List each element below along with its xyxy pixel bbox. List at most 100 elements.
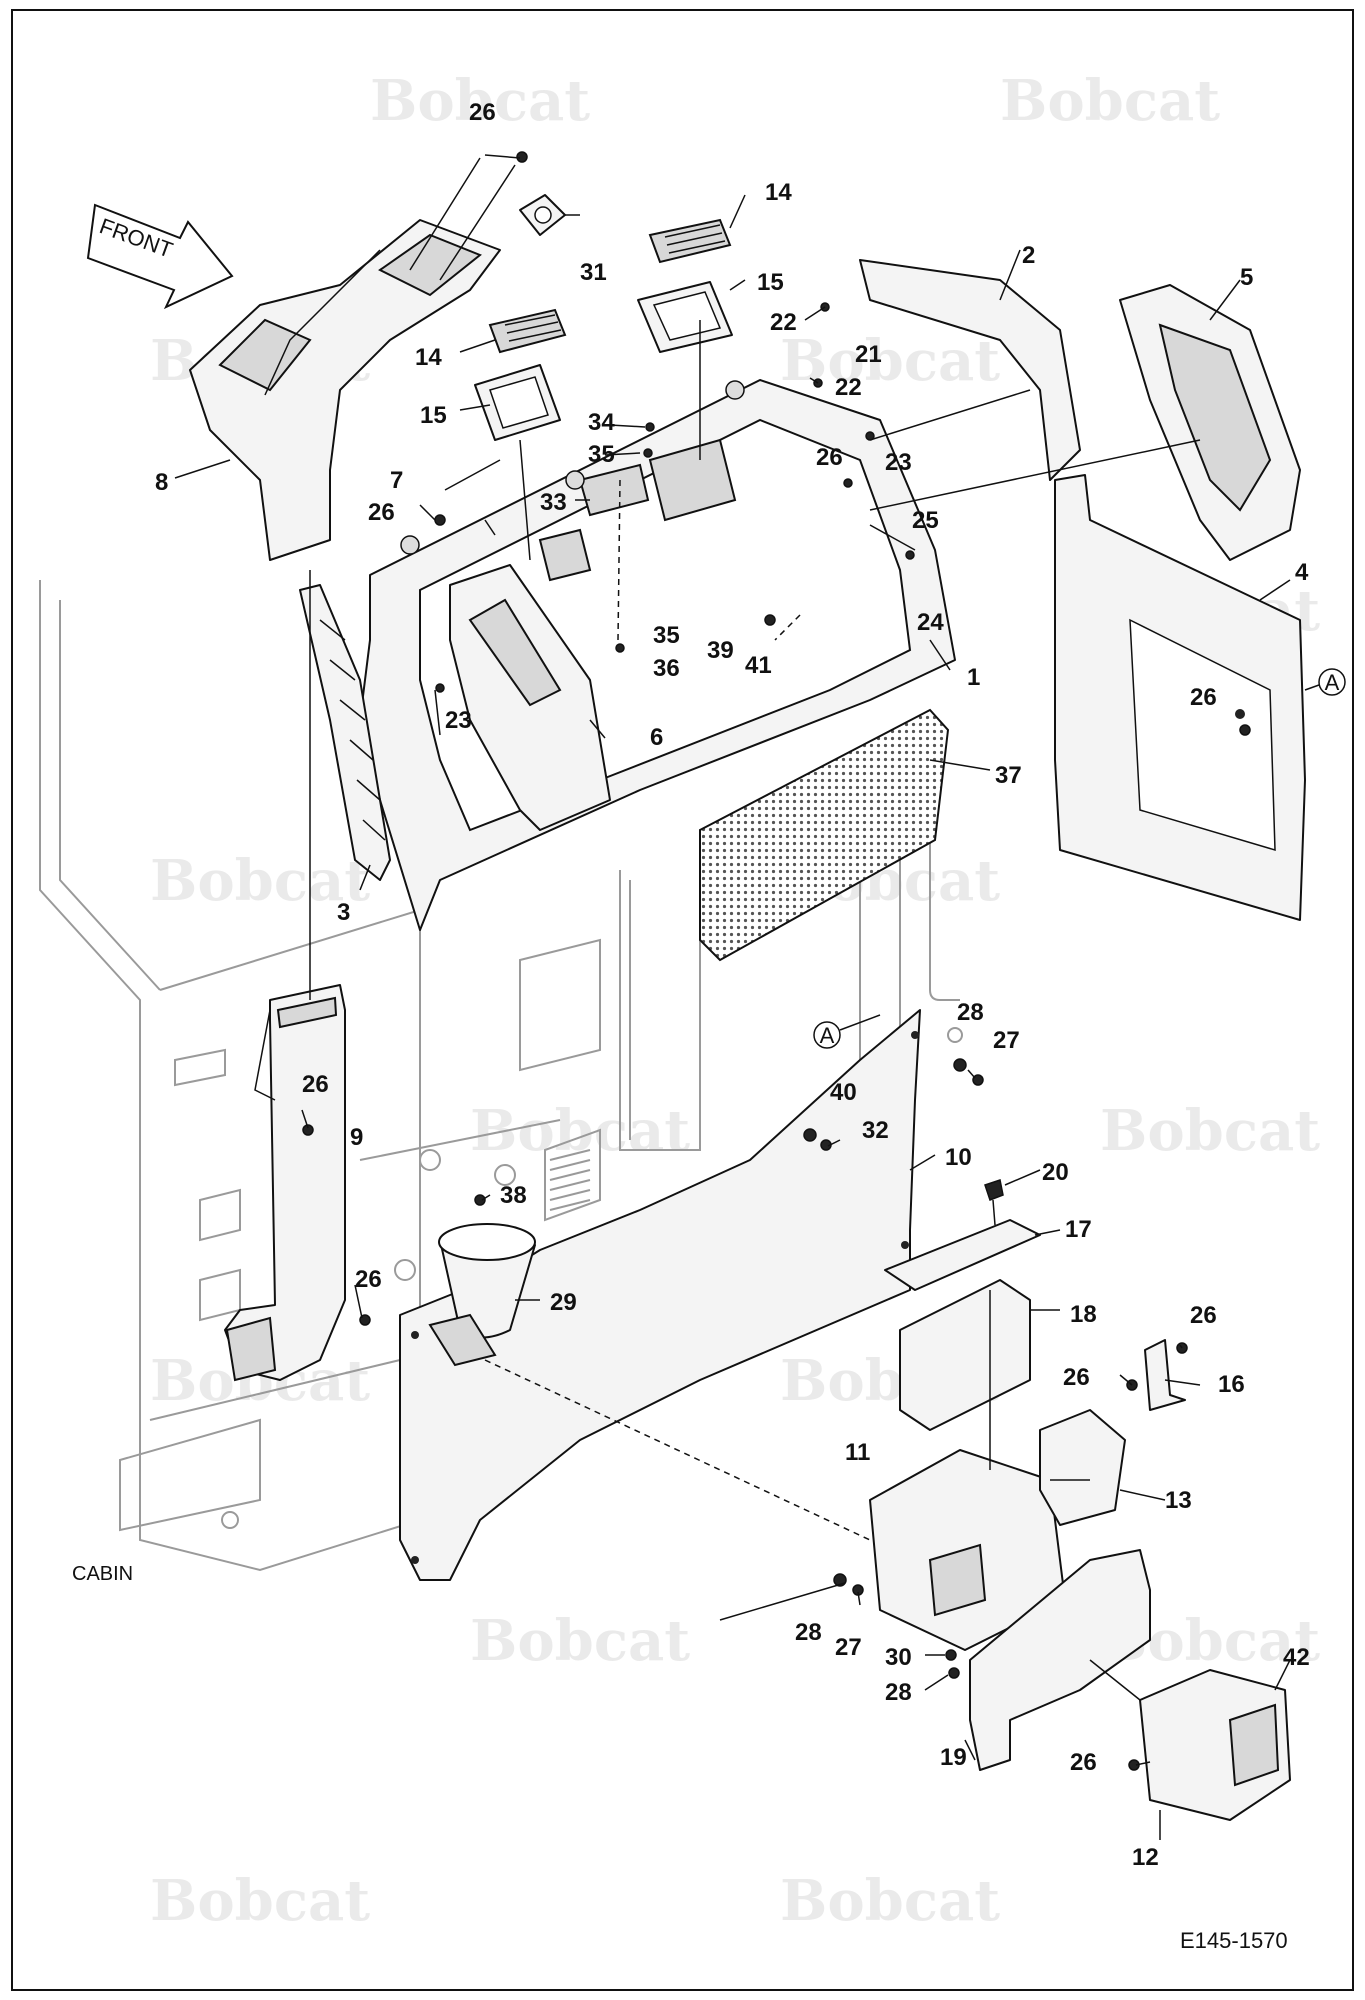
callout-26: 26: [355, 1266, 382, 1293]
part-15-bezel-right: [637, 281, 733, 353]
part-10-divider-plate: [399, 1009, 921, 1581]
callout-26: 26: [1190, 684, 1217, 711]
callout-7: 7: [390, 467, 403, 494]
reference-marker-label: A: [1325, 670, 1340, 695]
callout-19: 19: [940, 1744, 967, 1771]
svg-text:Bobcat: Bobcat: [370, 68, 590, 134]
callout-11: 11: [845, 1439, 870, 1466]
callout-20: 20: [1042, 1159, 1069, 1186]
part-14-louver-left: [488, 308, 567, 354]
part-31-grommet: [519, 194, 566, 236]
callout-35: 35: [653, 622, 680, 649]
callout-28: 28: [885, 1679, 912, 1706]
cabin-outline: [39, 580, 963, 1572]
svg-text:Bobcat: Bobcat: [780, 1868, 1000, 1934]
callout-28: 28: [795, 1619, 822, 1646]
watermark: Bobcat: [150, 848, 370, 914]
svg-text:Bobcat: Bobcat: [150, 848, 370, 914]
callout-5: 5: [1240, 264, 1253, 291]
callout-26: 26: [1063, 1364, 1090, 1391]
reference-marker-a: A: [1304, 668, 1346, 696]
part-37-mesh-grille: [699, 708, 950, 962]
callout-15: 15: [757, 269, 784, 296]
callout-34: 34: [588, 409, 615, 436]
alignment-lines: [309, 320, 1201, 1701]
callout-27: 27: [835, 1634, 862, 1661]
part-2-upper-trim: [859, 259, 1081, 481]
callout-17: 17: [1065, 1216, 1092, 1243]
callout-9: 9: [350, 1124, 363, 1151]
callout-6: 6: [650, 724, 663, 751]
callout-26: 26: [816, 444, 843, 471]
callout-22: 22: [770, 309, 797, 336]
watermark: Bobcat: [470, 1608, 690, 1674]
callout-10: 10: [945, 1144, 972, 1171]
watermark: Bobcat: [1000, 68, 1220, 134]
part-3-edge-trim: [299, 584, 391, 881]
callout-18: 18: [1070, 1301, 1097, 1328]
part-13-outlet: [1039, 1409, 1126, 1526]
callout-30: 30: [885, 1644, 912, 1671]
callout-28: 28: [957, 999, 984, 1026]
svg-text:Bobcat: Bobcat: [150, 1868, 370, 1934]
callout-26: 26: [368, 499, 395, 526]
callout-23: 23: [445, 707, 472, 734]
svg-text:Bobcat: Bobcat: [470, 1608, 690, 1674]
part-16-clip: [1144, 1339, 1186, 1411]
callout-35: 35: [588, 441, 615, 468]
callout-41: 41: [745, 652, 772, 679]
part-20-knob: [984, 1179, 1004, 1226]
part-19-support-bracket: [969, 1549, 1151, 1771]
reference-marker-a: A: [813, 1014, 881, 1049]
part-12-diffuser: [1139, 1669, 1291, 1821]
callout-29: 29: [550, 1289, 577, 1316]
callout-23: 23: [885, 449, 912, 476]
callout-22: 22: [835, 374, 862, 401]
part-17-bracket: [884, 1219, 1041, 1291]
callout-25: 25: [912, 507, 939, 534]
callout-26: 26: [1070, 1749, 1097, 1776]
callout-37: 37: [995, 762, 1022, 789]
watermark: Bobcat: [370, 68, 590, 134]
callout-24: 24: [917, 609, 944, 636]
callout-15: 15: [420, 402, 447, 429]
watermark: Bobcat: [780, 328, 1000, 394]
callouts: 26 14 31 15 2 5 22 21 22 14 15 34 35 33 …: [155, 99, 1310, 1871]
part-8-front-duct: [189, 219, 501, 561]
callout-38: 38: [500, 1182, 527, 1209]
callout-33: 33: [540, 489, 567, 516]
reference-marker-label: A: [820, 1023, 835, 1048]
fasteners: [302, 151, 1251, 1771]
part-5-vent-cover: [1119, 284, 1301, 561]
callout-31: 31: [580, 259, 607, 286]
part-18-filter: [899, 1279, 1031, 1431]
callout-27: 27: [993, 1027, 1020, 1054]
part-9-vertical-duct: [224, 984, 346, 1382]
callout-14: 14: [765, 179, 792, 206]
drawing-frame: [11, 9, 1354, 1991]
callout-14: 14: [415, 344, 442, 371]
callout-26: 26: [469, 99, 496, 126]
watermark: Bobcat: [1100, 1098, 1320, 1164]
callout-1: 1: [967, 664, 980, 691]
part-6-side-duct: [449, 564, 611, 831]
callout-13: 13: [1165, 1487, 1192, 1514]
drawing-number: E145-1570: [1180, 1928, 1288, 1953]
callout-32: 32: [862, 1117, 889, 1144]
callout-42: 42: [1283, 1644, 1310, 1671]
callout-36: 36: [653, 655, 680, 682]
part-4-side-panel: [1054, 474, 1306, 921]
cabin-label: CABIN: [72, 1563, 133, 1585]
watermark: Bobcat: [150, 1868, 370, 1934]
svg-text:Bobcat: Bobcat: [1000, 68, 1220, 134]
callout-12: 12: [1132, 1844, 1159, 1871]
callout-8: 8: [155, 469, 168, 496]
watermark: Bobcat: [780, 1868, 1000, 1934]
callout-2: 2: [1022, 242, 1035, 269]
svg-text:Bobcat: Bobcat: [1100, 1098, 1320, 1164]
callout-21: 21: [855, 341, 882, 368]
front-direction-arrow: FRONT: [86, 203, 234, 310]
callout-leaders: [174, 154, 1291, 1840]
